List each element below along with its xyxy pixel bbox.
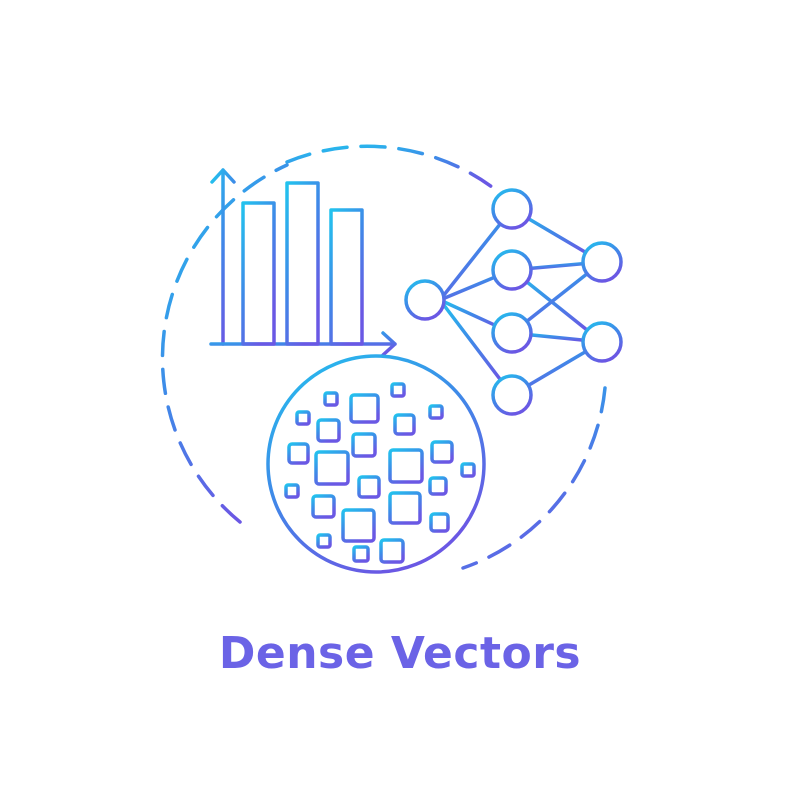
vector-squares [284,382,476,564]
network-nodes [404,188,623,416]
hidden-node-4 [491,374,533,416]
output-node-1 [581,241,623,283]
sphere-outline [266,354,486,574]
vector-sphere-icon [266,354,486,574]
bar-chart-icon [209,168,397,357]
output-node-2 [581,321,623,363]
hidden-node-2 [491,249,533,291]
dashed-ring [160,144,607,570]
hidden-node-1 [491,188,533,230]
bar-3 [329,208,364,346]
neural-network-icon [404,188,623,416]
page-title: Dense Vectors [218,628,582,679]
hidden-node-3 [491,312,533,354]
bar-1 [241,201,276,346]
network-edges [438,207,604,397]
input-node [404,279,446,321]
y-axis-arrow [210,168,236,346]
bar-2 [285,181,320,346]
